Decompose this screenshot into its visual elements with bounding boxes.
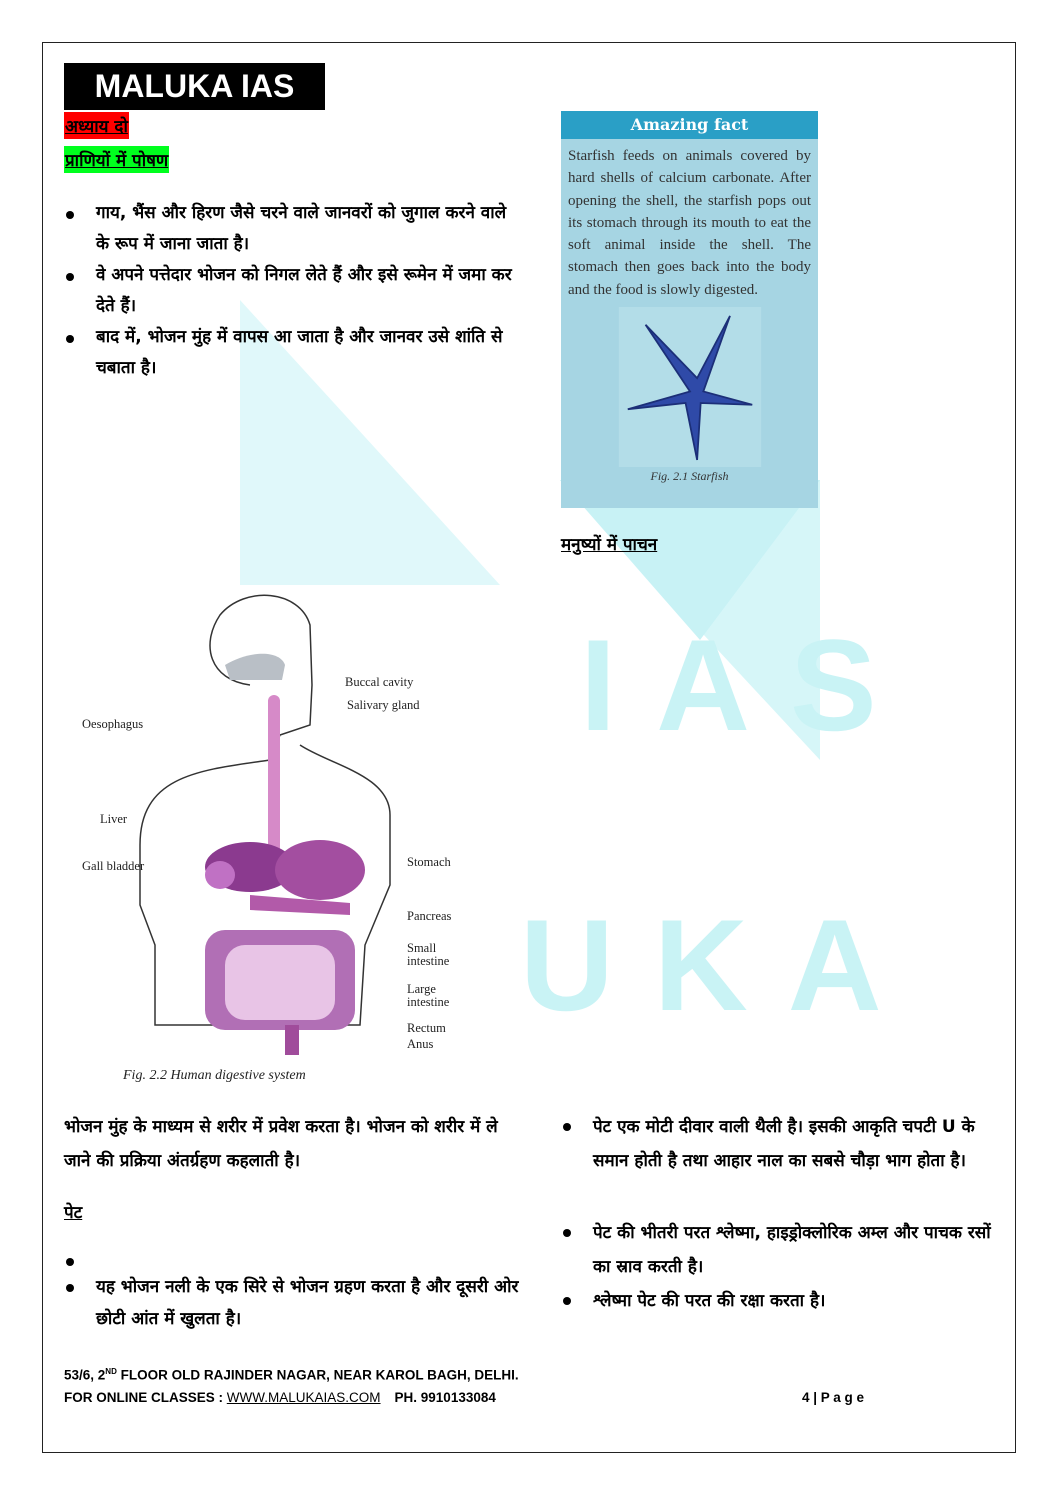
fact-text: Starfish feeds on animals covered by har…	[568, 148, 811, 298]
online-label: FOR ONLINE CLASSES :	[64, 1389, 227, 1405]
amazing-fact-box: Amazing fact Starfish feeds on animals c…	[561, 111, 818, 508]
digestive-system-diagram	[60, 585, 500, 1065]
address-text-2: FLOOR OLD RAJINDER NAGAR, NEAR KAROL BAG…	[116, 1367, 519, 1383]
label-gall-bladder: Gall bladder	[82, 859, 145, 873]
page-border	[42, 42, 1016, 1453]
footer-address: 53/6, 2ND FLOOR OLD RAJINDER NAGAR, NEAR…	[64, 1361, 864, 1387]
label-anus: Anus	[407, 1037, 434, 1051]
watermark-text: UKA	[520, 892, 922, 1038]
watermark-text-2: IAS	[580, 612, 917, 758]
right-column: पेट एक मोटी दीवार वाली थैली है। इसकी आकृ…	[561, 1110, 1010, 1335]
ingestion-paragraph: भोजन मुंह के माध्यम से शरीर में प्रवेश क…	[64, 1117, 498, 1171]
label-small-intestine: Small intestine	[407, 941, 450, 968]
list-item: श्लेष्मा पेट की परत की रक्षा करता है।	[561, 1284, 1010, 1318]
footer-contact: FOR ONLINE CLASSES : WWW.MALUKAIAS.COM PH…	[64, 1387, 496, 1409]
stomach-section: भोजन मुंह के माध्यम से शरीर में प्रवेश क…	[64, 0, 1010, 1335]
label-rectum: Rectum	[407, 1021, 446, 1035]
brand-logo: MALUKA IAS	[64, 63, 325, 110]
starfish-image	[618, 307, 761, 468]
page-number: 4 | P a g e	[801, 1389, 864, 1405]
label-buccal-cavity: Buccal cavity	[345, 675, 414, 689]
topic-heading: प्राणियों में पोषण	[64, 146, 170, 173]
address-sup: ND	[105, 1367, 117, 1376]
footer-contact-row: FOR ONLINE CLASSES : WWW.MALUKAIAS.COM PH…	[64, 1387, 864, 1409]
stomach-left-list: यह भोजन नली के एक सिरे से भोजन ग्रहण करत…	[64, 1245, 524, 1335]
list-item: गाय, भैंस और हिरण जैसे चरने वाले जानवरों…	[64, 198, 524, 260]
list-item: पेट की भीतरी परत श्लेष्मा, हाइड्रोक्लोरि…	[561, 1216, 1010, 1284]
stomach-heading: पेट	[64, 1203, 83, 1223]
list-item: बाद में, भोजन मुंह में वापस आ जाता है और…	[64, 322, 524, 384]
watermark-logo	[240, 300, 820, 760]
left-column: भोजन मुंह के माध्यम से शरीर में प्रवेश क…	[64, 1110, 524, 1335]
label-stomach: Stomach	[407, 855, 451, 869]
list-item	[64, 1245, 524, 1271]
fact-title: Amazing fact	[561, 111, 818, 139]
label-salivary-gland: Salivary gland	[347, 698, 420, 712]
label-pancreas: Pancreas	[407, 909, 452, 923]
label-large-intestine: Large intestine	[407, 982, 450, 1009]
footer: 53/6, 2ND FLOOR OLD RAJINDER NAGAR, NEAR…	[64, 1361, 864, 1469]
label-oesophagus: Oesophagus	[82, 717, 144, 731]
label-liver: Liver	[100, 812, 128, 826]
stomach-right-list-1: पेट एक मोटी दीवार वाली थैली है। इसकी आकृ…	[561, 1110, 1010, 1178]
phone-number: PH. 9910133084	[394, 1389, 496, 1405]
list-item: वे अपने पत्तेदार भोजन को निगल लेते हैं औ…	[64, 260, 524, 322]
chapter-heading: अध्याय दो	[64, 112, 129, 139]
address-text: 53/6, 2	[64, 1367, 106, 1383]
fact-caption: Fig. 2.1 Starfish	[650, 469, 729, 484]
intro-bullet-list: गाय, भैंस और हिरण जैसे चरने वाले जानवरों…	[64, 198, 524, 384]
website-link[interactable]: WWW.MALUKAIAS.COM	[226, 1389, 381, 1405]
stomach-right-list-2: पेट की भीतरी परत श्लेष्मा, हाइड्रोक्लोरि…	[561, 1216, 1010, 1318]
list-item: यह भोजन नली के एक सिरे से भोजन ग्रहण करत…	[64, 1271, 524, 1335]
human-digestion-heading: मनुष्यों में पाचन	[561, 535, 658, 555]
diagram-caption: Fig. 2.2 Human digestive system	[123, 1068, 306, 1083]
list-item: पेट एक मोटी दीवार वाली थैली है। इसकी आकृ…	[561, 1110, 1010, 1178]
